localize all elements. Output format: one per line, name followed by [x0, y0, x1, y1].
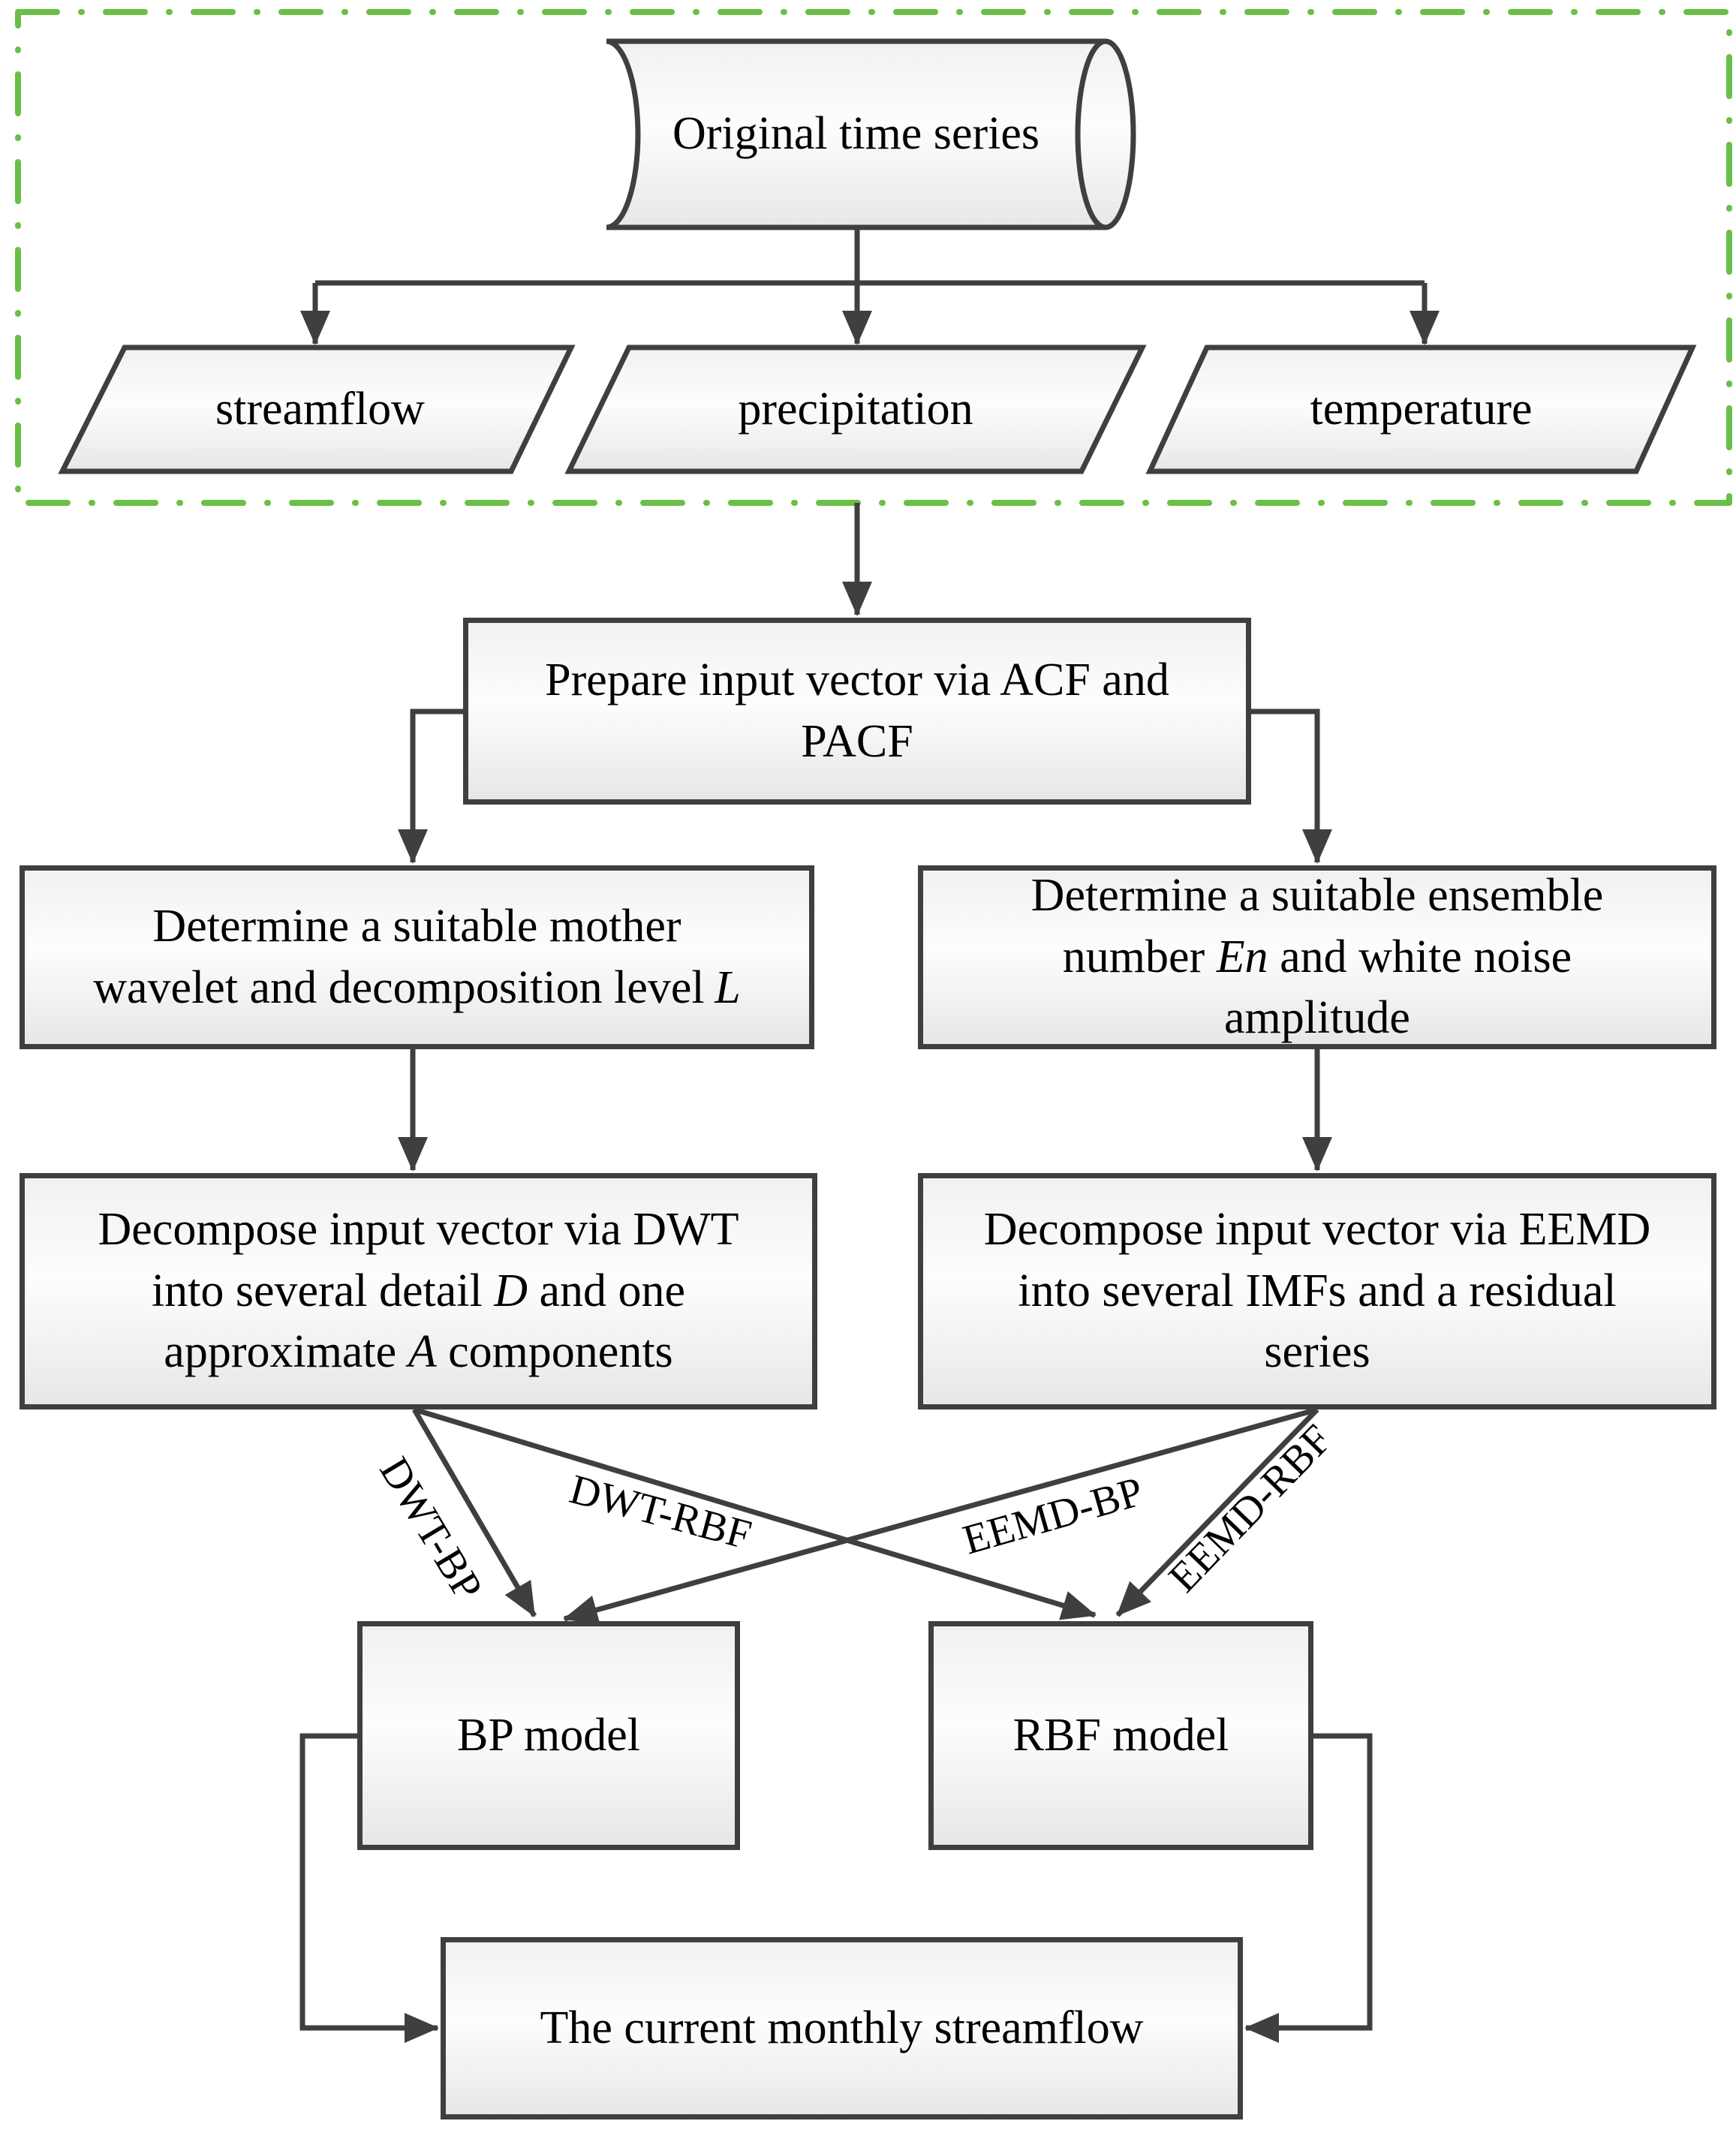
decomposition-level-symbol: L: [715, 961, 741, 1013]
prepare-line-2: PACF: [801, 715, 913, 767]
decompose-dwt-line-3-post: components: [448, 1326, 673, 1378]
decompose-dwt-line-1: Decompose input vector via DWT: [98, 1203, 739, 1255]
decompose-dwt-line-3: approximate A components: [98, 1322, 739, 1383]
decompose-dwt-line-2-pre: into several detail: [151, 1265, 495, 1316]
rbf-model-node: RBF model: [928, 1621, 1313, 1850]
determine-wavelet-line-1: Determine a suitable mother: [152, 900, 681, 952]
decompose-eemd-line-2: into several IMFs and a residual: [1018, 1265, 1617, 1316]
rbf-model-label: RBF model: [1012, 1709, 1229, 1761]
input-group-border: [15, 9, 1732, 506]
bp-model-label: BP model: [456, 1709, 640, 1761]
ensemble-number-symbol: En: [1216, 931, 1268, 982]
prepare-input-vector-node: Prepare input vector via ACF and PACF: [463, 618, 1251, 805]
determine-ensemble-line-3: amplitude: [1224, 992, 1410, 1044]
detail-component-symbol: D: [494, 1265, 528, 1316]
decompose-dwt-line-2: into several detail D and one: [98, 1261, 739, 1322]
approximate-component-symbol: A: [408, 1326, 437, 1378]
connector-eemd-rbf: [1115, 1407, 1319, 1617]
connector-rbf-to-output: [1244, 1733, 1373, 2043]
determine-ensemble-line-2-pre: number: [1062, 931, 1217, 982]
parallelogram-streamflow: [58, 344, 576, 474]
decompose-dwt-line-2-post: and one: [539, 1265, 686, 1316]
temperature-label: temperature: [1310, 383, 1533, 435]
parallelogram-precipitation: [564, 344, 1147, 474]
original-time-series-label: Original time series: [672, 108, 1039, 160]
connector-prepare-to-wavelet: [398, 708, 463, 864]
determine-ensemble-line-2: number En and white noise: [1031, 927, 1604, 988]
determine-ensemble-line-2-post: and white noise: [1280, 931, 1572, 982]
streamflow-label: streamflow: [215, 383, 425, 435]
connector-eemd-bp: [563, 1406, 1318, 1625]
determine-wavelet-line-2-text: wavelet and decomposition level: [93, 961, 705, 1013]
bp-model-node: BP model: [357, 1621, 740, 1850]
decompose-eemd-line-1: Decompose input vector via EEMD: [983, 1203, 1651, 1255]
precipitation-node: precipitation: [569, 347, 1142, 471]
connector-dwt-rbf: [413, 1406, 1097, 1620]
connector-dwt-bp: [411, 1408, 537, 1617]
determine-ensemble-node: Determine a suitable ensemble number En …: [918, 865, 1716, 1049]
prepare-line-1: Prepare input vector via ACF and: [545, 654, 1169, 705]
determine-ensemble-line-1: Determine a suitable ensemble: [1030, 869, 1604, 921]
precipitation-label: precipitation: [738, 383, 973, 435]
decompose-dwt-node: Decompose input vector via DWT into seve…: [20, 1173, 817, 1409]
decompose-eemd-line-3: series: [1264, 1326, 1370, 1378]
output-node: The current monthly streamflow: [441, 1937, 1243, 2119]
connector-bp-to-output: [299, 1733, 439, 2043]
temperature-node: temperature: [1150, 347, 1692, 471]
connectors: [299, 227, 1440, 2043]
decompose-dwt-line-3-pre: approximate: [164, 1326, 408, 1378]
cylinder-shape: [606, 38, 1136, 230]
parallelogram-temperature: [1145, 344, 1697, 474]
output-label: The current monthly streamflow: [540, 2002, 1144, 2053]
determine-wavelet-node: Determine a suitable mother wavelet and …: [20, 865, 814, 1049]
decompose-eemd-node: Decompose input vector via EEMD into sev…: [918, 1173, 1716, 1409]
original-time-series-node: Original time series: [614, 50, 1098, 218]
streamflow-node: streamflow: [65, 347, 575, 471]
connector-prepare-to-ensemble: [1251, 708, 1332, 864]
